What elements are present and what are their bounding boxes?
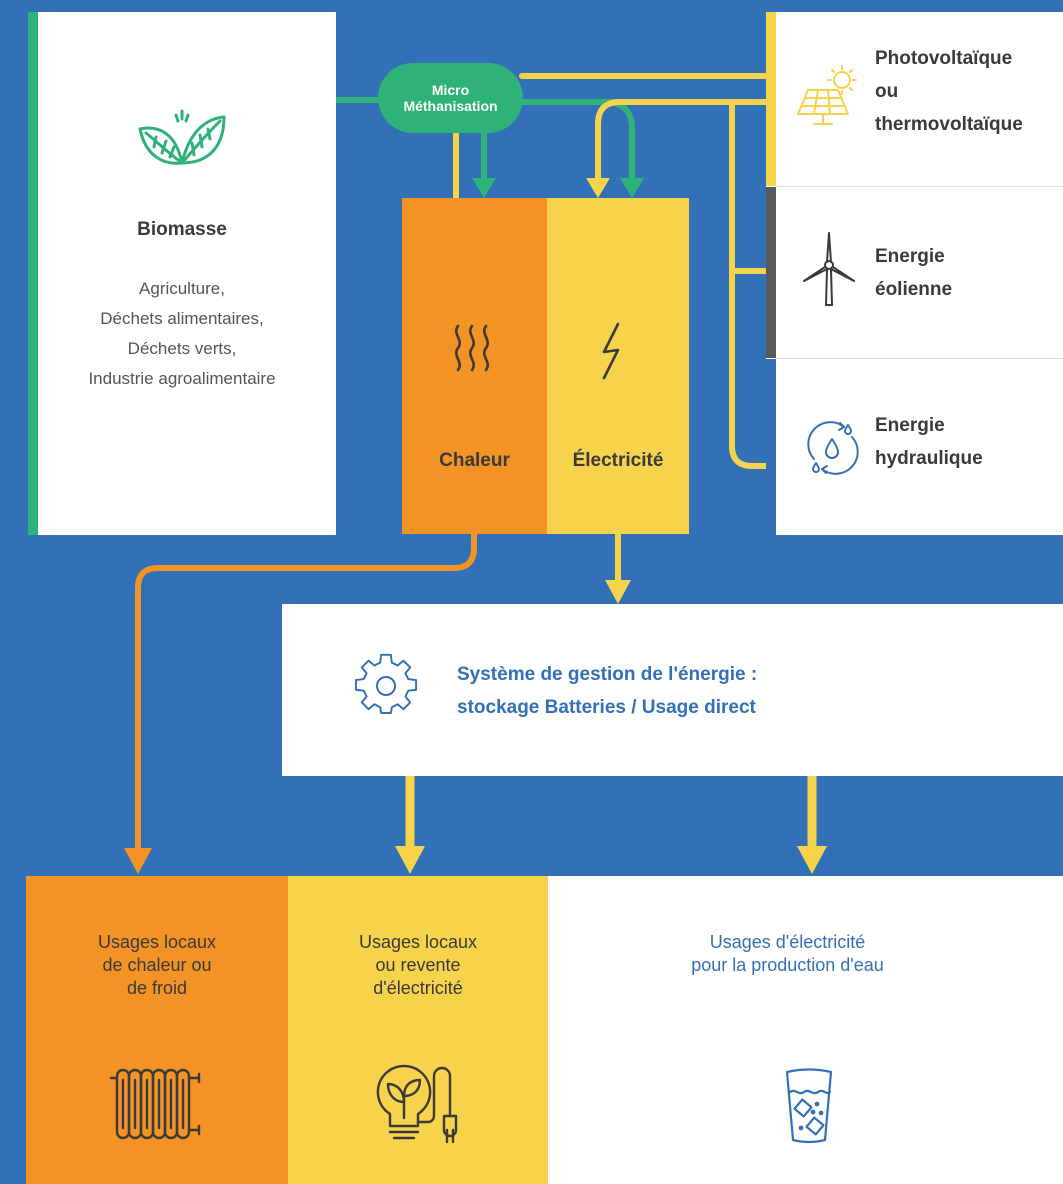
source-hydro: Energie hydraulique: [766, 359, 1063, 535]
electricity-block: Électricité: [547, 198, 689, 534]
arrow-system-elec-usage: [395, 846, 425, 874]
wind-label-line: Energie: [875, 246, 945, 267]
usage-heat-line: de chaleur ou: [102, 955, 212, 975]
usage-heat-text: Usages locaux de chaleur ou de froid: [26, 931, 288, 1000]
usage-water-text: Usages d'électricité pour la production …: [530, 931, 1045, 977]
hydro-label: Energie hydraulique: [875, 409, 983, 475]
water-glass-icon: [785, 1068, 833, 1144]
leaves-icon: [138, 109, 226, 165]
micro-line2: Méthanisation: [403, 98, 498, 114]
gear-icon: [354, 653, 418, 714]
arrow-orange-usage: [124, 848, 152, 874]
usage-heat-line: Usages locaux: [97, 932, 217, 952]
biomass-desc-line: Industrie agroalimentaire: [88, 369, 276, 388]
line-heat-to-usage: [135, 531, 477, 855]
biomass-card: Biomasse Agriculture, Déchets alimentair…: [28, 12, 336, 535]
arrow-yellow-elec: [586, 178, 610, 198]
arrow-green-elec: [620, 178, 644, 198]
pv-accent-bar: [766, 12, 776, 186]
biomass-accent-bar: [28, 12, 38, 535]
electricity-label: Électricité: [572, 450, 664, 471]
usage-electricity-line: d'électricité: [373, 978, 463, 998]
sources-panel: Photovoltaïque ou thermovoltaïque Energi…: [766, 12, 1063, 535]
hydro-label-line: Energie: [875, 415, 945, 436]
usage-heat-line: de froid: [126, 978, 188, 998]
pv-label-line: ou: [875, 81, 899, 102]
micro-methanisation-pill: Micro Méthanisation: [378, 63, 523, 133]
arrow-green-heat: [472, 178, 496, 198]
line-source-bus: [729, 99, 775, 469]
usage-water-line: pour la production d'eau: [691, 955, 884, 975]
energy-system-line1: Système de gestion de l'énergie :: [457, 664, 758, 685]
hydro-label-line: hydraulique: [875, 448, 983, 469]
micro-line1: Micro: [431, 82, 470, 98]
energy-system-text: Système de gestion de l'énergie : stocka…: [457, 658, 757, 724]
pv-label: Photovoltaïque ou thermovoltaïque: [875, 42, 1023, 141]
usage-heat-block: Usages locaux de chaleur ou de froid: [26, 876, 288, 1184]
biomass-desc-line: Déchets alimentaires,: [100, 309, 264, 328]
radiator-icon: [109, 1068, 201, 1140]
pv-label-line: Photovoltaïque: [875, 48, 1013, 69]
source-divider: [776, 186, 1063, 187]
source-pv: Photovoltaïque ou thermovoltaïque: [766, 12, 1063, 186]
heat-waves-icon: [455, 324, 489, 372]
eco-bulb-plug-icon: [376, 1064, 458, 1144]
lightning-icon: [602, 322, 620, 380]
pv-label-line: thermovoltaïque: [875, 114, 1023, 135]
line-yellow-to-elec: [595, 99, 773, 185]
wind-accent-bar: [766, 187, 776, 358]
usage-electricity-block: Usages locaux ou revente d'électricité: [288, 876, 548, 1184]
line-green-to-elec: [601, 99, 635, 185]
usage-electricity-text: Usages locaux ou revente d'électricité: [288, 931, 548, 1000]
heat-label: Chaleur: [439, 450, 510, 471]
solar-panel-icon: [797, 65, 857, 125]
hydro-accent-bar: [766, 359, 776, 535]
wind-turbine-icon: [803, 232, 855, 306]
source-wind: Energie éolienne: [766, 187, 1063, 358]
arrow-elec-system: [605, 580, 631, 604]
heat-block: Chaleur: [402, 198, 547, 534]
water-cycle-icon: [807, 421, 859, 475]
biomass-desc-line: Agriculture,: [139, 279, 225, 298]
arrow-system-water: [797, 846, 827, 874]
usage-water-block: Usages d'électricité pour la production …: [548, 876, 1063, 1184]
source-divider: [776, 358, 1063, 359]
energy-system-line2: stockage Batteries / Usage direct: [457, 697, 756, 718]
biomass-description: Agriculture, Déchets alimentaires, Déche…: [28, 274, 336, 394]
wind-label: Energie éolienne: [875, 240, 952, 306]
biomass-desc-line: Déchets verts,: [127, 339, 237, 358]
usage-electricity-line: Usages locaux: [358, 932, 478, 952]
biomass-title: Biomasse: [137, 219, 227, 240]
usage-water-line: Usages d'électricité: [709, 932, 866, 952]
usage-electricity-line: ou revente: [375, 955, 461, 975]
wind-label-line: éolienne: [875, 279, 953, 300]
energy-system-card: Système de gestion de l'énergie : stocka…: [282, 604, 1063, 776]
